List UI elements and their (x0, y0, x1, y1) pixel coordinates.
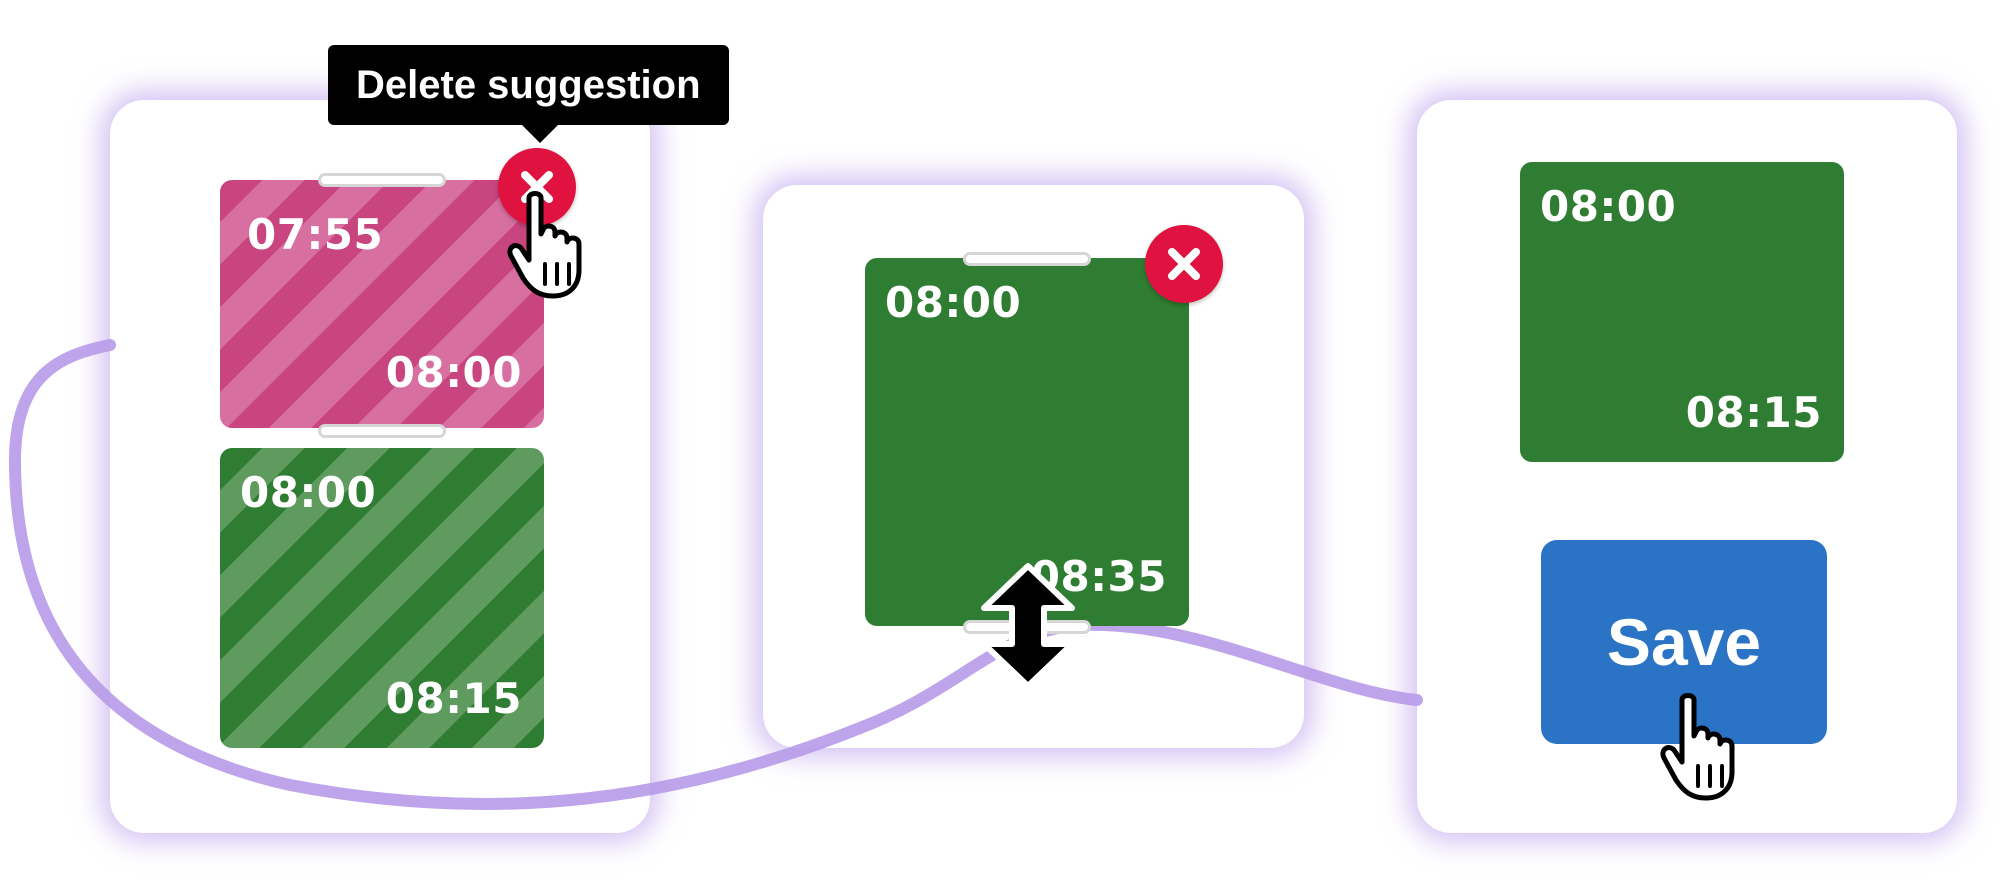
event-start-time: 08:00 (1540, 182, 1677, 231)
delete-suggestion-tooltip: Delete suggestion (328, 45, 729, 125)
vertical-resize-icon (981, 563, 1075, 689)
resize-handle-top[interactable] (963, 252, 1091, 266)
event-start-time: 08:00 (885, 278, 1022, 327)
event-end-time: 08:15 (1685, 388, 1822, 437)
resize-handle-bottom[interactable] (318, 424, 446, 438)
event-block[interactable]: 08:00 08:15 (1520, 162, 1844, 462)
close-icon (1168, 248, 1200, 280)
event-end-time: 08:15 (385, 674, 522, 723)
save-button[interactable]: Save (1541, 540, 1827, 744)
event-start-time: 07:55 (247, 210, 384, 259)
event-start-time: 08:00 (240, 468, 377, 517)
event-end-time: 08:00 (385, 348, 522, 397)
suggested-event-block[interactable]: 07:55 08:00 (220, 180, 544, 428)
hand-pointer-icon (507, 191, 582, 299)
suggested-event-block[interactable]: 08:00 08:15 (220, 448, 544, 748)
tooltip-pointer (522, 125, 558, 143)
hand-pointer-icon (1660, 693, 1735, 801)
delete-event-button[interactable] (1145, 225, 1223, 303)
resize-handle-top[interactable] (318, 173, 446, 187)
